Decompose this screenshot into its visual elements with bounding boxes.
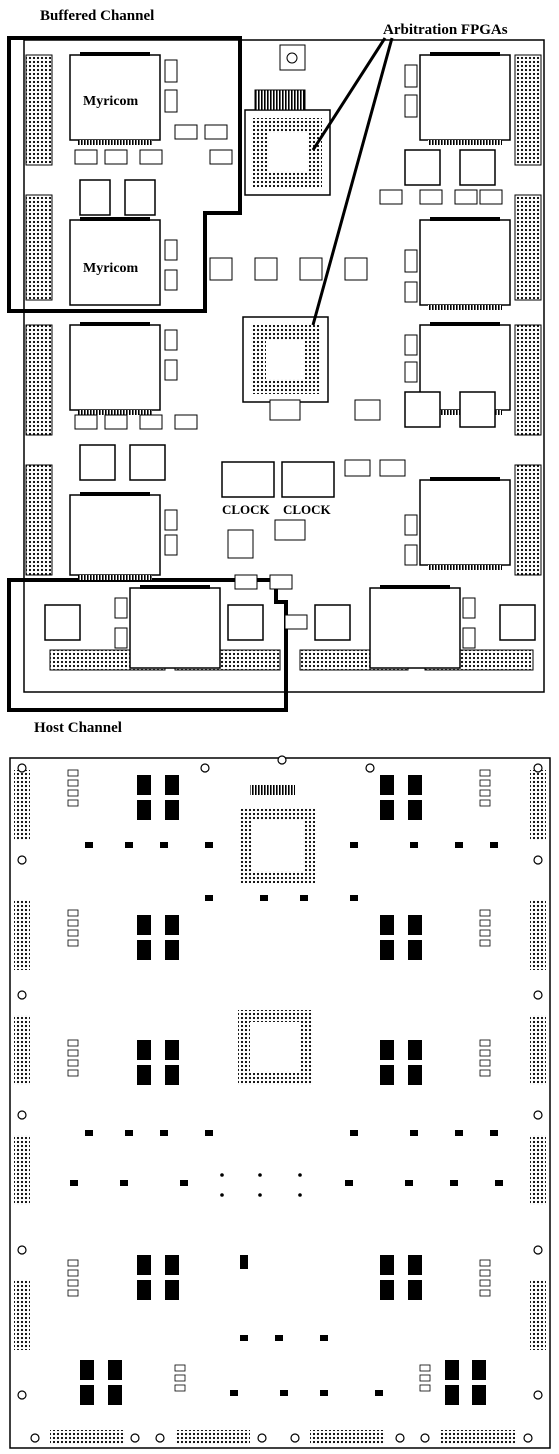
large-chips xyxy=(69,54,511,669)
host-channel-label: Host Channel xyxy=(34,720,122,736)
buffered-channel-label: Buffered Channel xyxy=(40,8,155,24)
bottom-scattered-parts xyxy=(70,842,503,1396)
bottom-board-edge-connectors xyxy=(14,770,546,1444)
fpga-pointer-2 xyxy=(311,37,394,326)
resistor-packs xyxy=(114,59,476,649)
fpga-1 xyxy=(244,109,331,196)
buffered-channel-outline xyxy=(7,36,242,313)
arbitration-fpgas-label: Arbitration FPGAs xyxy=(383,22,508,38)
right-connectors xyxy=(514,54,542,576)
myricom-chip-label-2: Myricom xyxy=(83,261,139,276)
bottom-fpga-footprint-2 xyxy=(238,1010,313,1085)
clock-label-1: CLOCK xyxy=(222,502,271,517)
mounting-holes xyxy=(17,755,543,1443)
medium-chips xyxy=(44,149,536,641)
bottom-decoupling-groups xyxy=(80,775,486,1405)
fpga-pointer-1 xyxy=(311,37,387,151)
small-ics xyxy=(74,124,503,630)
clock-oscillators xyxy=(221,461,335,498)
bottom-fpga-footprint-1 xyxy=(240,808,315,883)
bottom-small-components xyxy=(67,769,491,1392)
left-connectors xyxy=(25,54,53,576)
dip-switch xyxy=(227,529,254,559)
myricom-chip-label-1: Myricom xyxy=(83,94,139,109)
clock-label-2: CLOCK xyxy=(283,502,332,517)
fpga-2 xyxy=(242,316,329,403)
